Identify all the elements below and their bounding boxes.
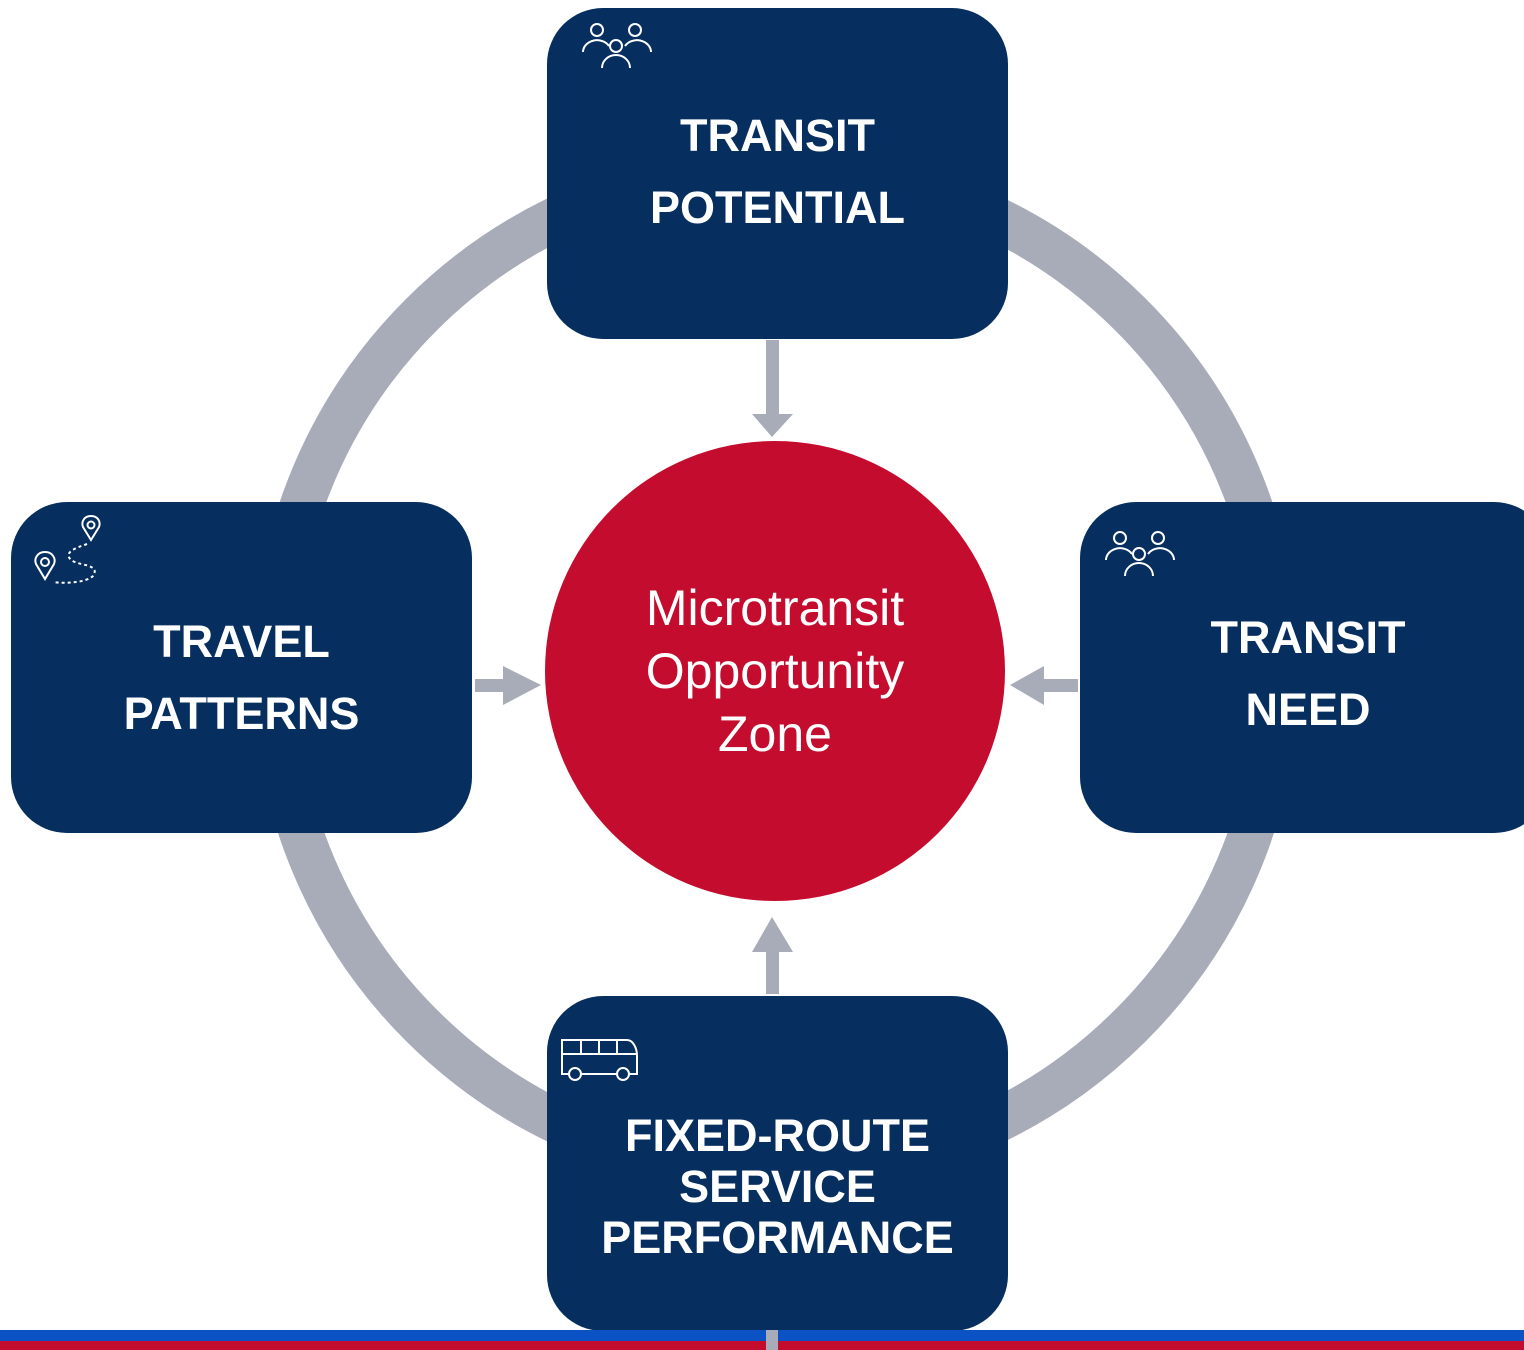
arrow-left-to-center xyxy=(475,666,541,705)
box-label-line: TRAVEL xyxy=(153,616,330,667)
footer-bar-red xyxy=(0,1341,1524,1350)
footer-bar-blue xyxy=(0,1330,1524,1341)
center-label-line: Microtransit xyxy=(645,579,905,636)
arrow-top-to-center xyxy=(752,340,793,437)
box-label-line: PERFORMANCE xyxy=(601,1212,954,1263)
box-transit-need: TRANSIT NEED xyxy=(1080,502,1524,833)
center-circle-microtransit-opportunity-zone: Microtransit Opportunity Zone xyxy=(545,441,1005,901)
box-label: FIXED-ROUTE SERVICE PERFORMANCE xyxy=(547,1110,1008,1263)
arrow-right-to-center xyxy=(1010,666,1078,705)
box-label-line: TRANSIT xyxy=(1210,612,1406,663)
box-label-line: NEED xyxy=(1245,684,1371,735)
box-travel-patterns: TRAVEL PATTERNS xyxy=(11,502,472,833)
box-fixed-route-service-performance: FIXED-ROUTE SERVICE PERFORMANCE xyxy=(547,996,1008,1331)
box-label-line: SERVICE xyxy=(679,1161,876,1212)
people-group-icon xyxy=(582,23,652,69)
footer-connector xyxy=(766,1330,778,1350)
bus-icon xyxy=(561,1039,638,1081)
box-label-line: FIXED-ROUTE xyxy=(624,1110,930,1161)
map-route-icon xyxy=(34,514,101,584)
box-label: TRANSIT NEED xyxy=(1080,602,1524,746)
center-label-line: Zone xyxy=(718,705,832,762)
arrow-bottom-to-center xyxy=(752,917,793,994)
box-label-line: POTENTIAL xyxy=(650,182,905,233)
box-label: TRAVEL PATTERNS xyxy=(11,606,472,750)
box-transit-potential: TRANSIT POTENTIAL xyxy=(547,8,1008,339)
box-label-line: TRANSIT xyxy=(680,110,875,161)
center-label-line: Opportunity xyxy=(645,642,905,699)
people-group-icon xyxy=(1105,531,1175,577)
box-label: TRANSIT POTENTIAL xyxy=(547,100,1008,244)
box-label-line: PATTERNS xyxy=(123,688,360,739)
